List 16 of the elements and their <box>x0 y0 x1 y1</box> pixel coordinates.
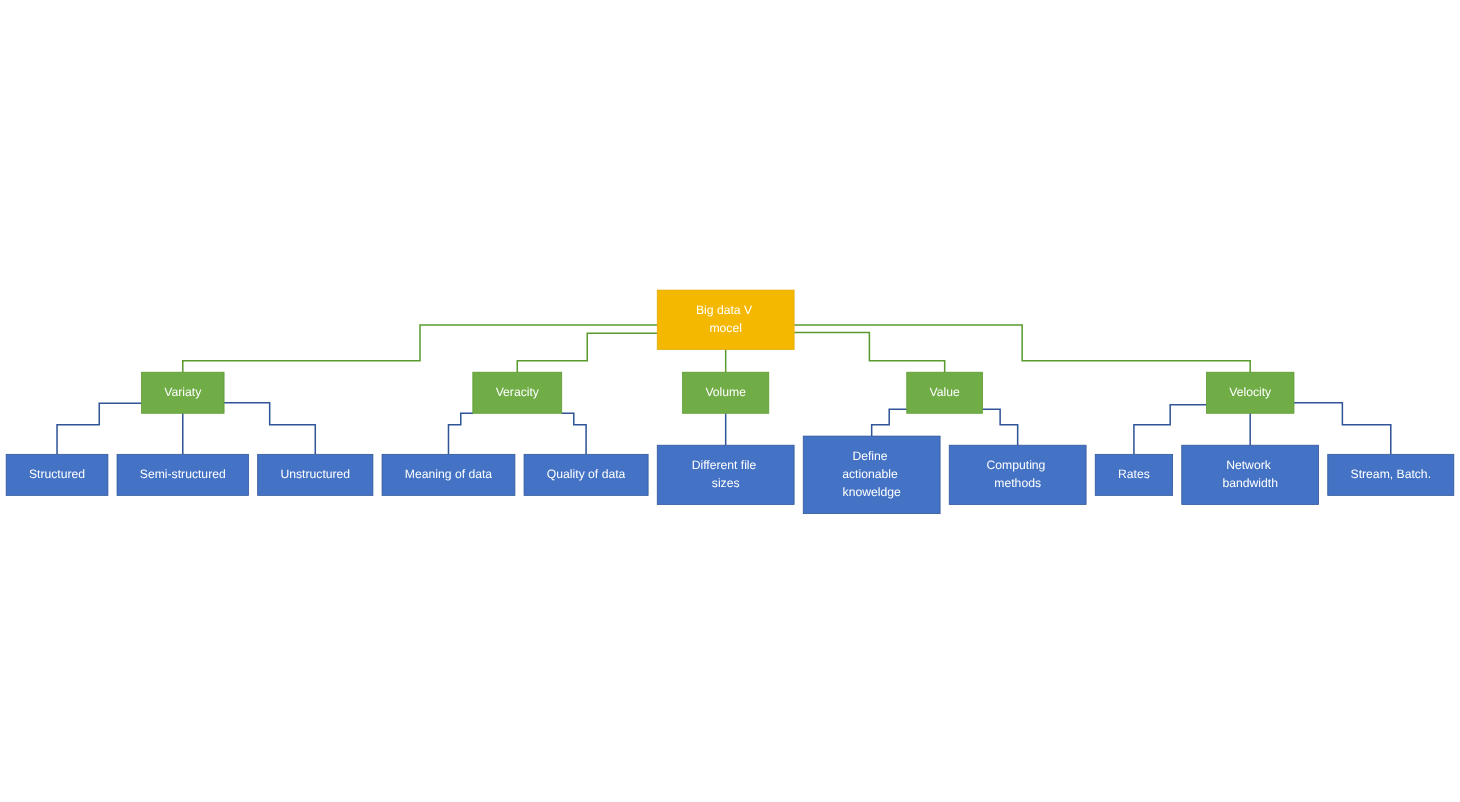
connector <box>560 411 587 455</box>
connector <box>724 411 727 446</box>
connector <box>793 330 946 373</box>
connector <box>516 331 658 373</box>
connector <box>793 323 1251 373</box>
connector <box>182 411 184 455</box>
connector <box>1133 403 1208 455</box>
connector <box>724 347 727 373</box>
connector <box>223 401 317 455</box>
connector <box>1293 401 1392 455</box>
connector <box>447 411 474 455</box>
connector <box>56 401 143 455</box>
connector <box>870 407 908 436</box>
connector <box>981 407 1019 446</box>
connector <box>1249 411 1251 446</box>
connector <box>182 323 658 373</box>
